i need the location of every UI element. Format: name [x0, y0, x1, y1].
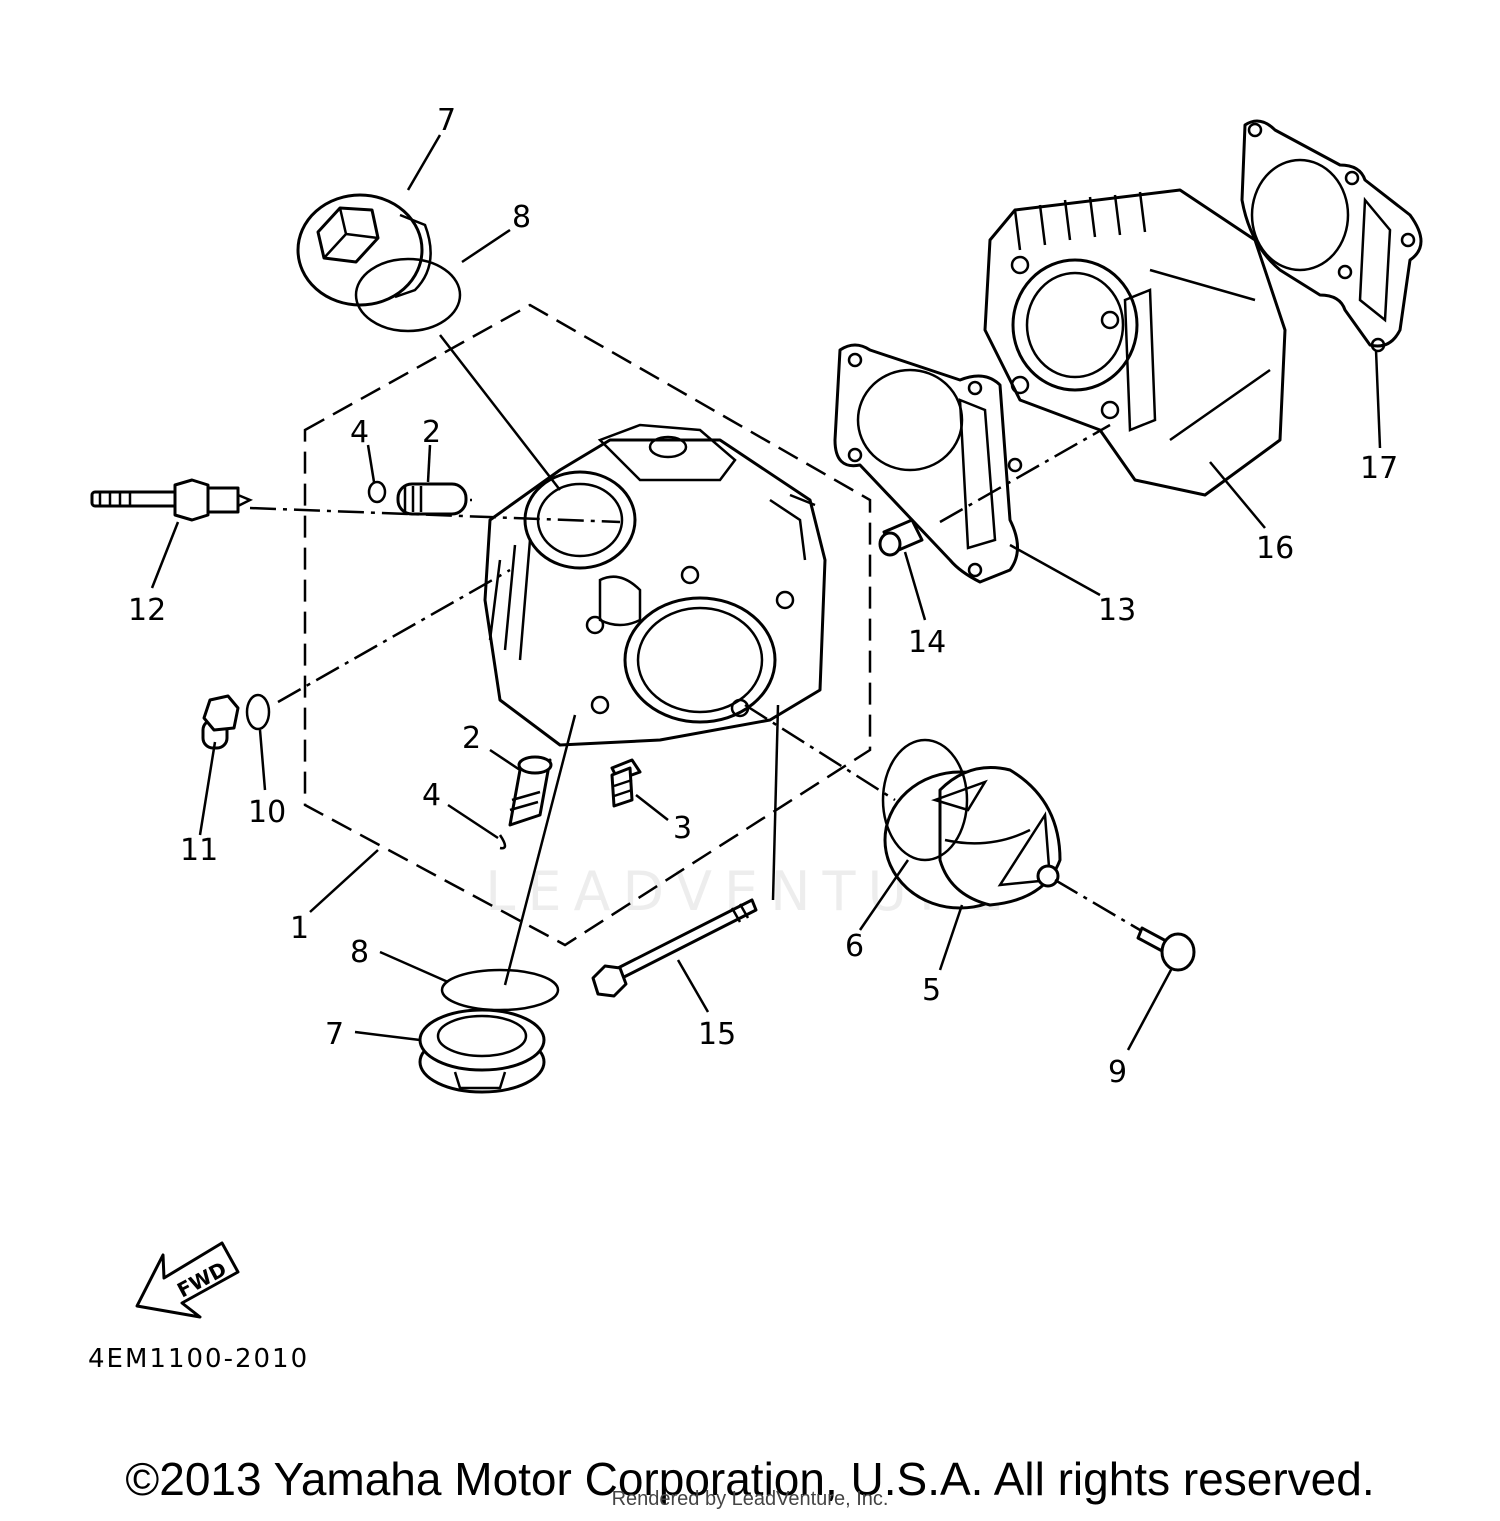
callout-17: 17 [1360, 451, 1398, 486]
callout-8-bottom: 8 [350, 935, 369, 970]
alignment-line [744, 703, 896, 802]
callout-4-bottom: 4 [422, 778, 441, 813]
copyright-notice: ©2013 Yamaha Motor Corporation, U.S.A. A… [125, 1453, 1375, 1505]
cover-gasket[interactable] [881, 738, 969, 862]
cover-grommet [1036, 864, 1060, 888]
forward-direction-arrow: FWD [135, 1241, 240, 1319]
cylinder-head[interactable] [483, 423, 827, 747]
filler-cap-bottom[interactable] [418, 1008, 546, 1094]
circlip-bottom[interactable] [498, 834, 507, 850]
callout-8-top: 8 [512, 200, 531, 235]
callout-2-bottom: 2 [462, 721, 481, 756]
callout-4-top: 4 [350, 415, 369, 450]
callout-15: 15 [698, 1017, 736, 1052]
callout-7-bottom: 7 [325, 1017, 344, 1052]
callout-1: 1 [290, 911, 309, 946]
stud-bolt-small[interactable] [610, 758, 642, 808]
dowel-pin[interactable] [878, 518, 924, 557]
callout-6: 6 [845, 929, 864, 964]
callout-12: 12 [128, 593, 166, 628]
alignment-line [277, 568, 511, 704]
callout-14: 14 [908, 625, 946, 660]
rendered-by-note: Rendered by LeadVenture, Inc. [611, 1488, 889, 1510]
cylinder-head-gasket[interactable] [833, 343, 1023, 584]
head-bolt-long[interactable] [591, 898, 758, 998]
cover-screw[interactable] [1136, 926, 1196, 972]
leader-lines [150, 134, 1382, 1051]
callout-11: 11 [180, 833, 218, 868]
callout-10: 10 [248, 795, 286, 830]
guide-line [439, 334, 561, 491]
cylinder[interactable] [983, 188, 1287, 497]
alignment-line [1054, 878, 1141, 932]
callout-13: 13 [1098, 593, 1136, 628]
circlip-top[interactable] [367, 480, 387, 504]
guide-line [771, 704, 780, 901]
callout-5: 5 [922, 973, 941, 1008]
callout-2-top: 2 [422, 415, 441, 450]
callout-16: 16 [1256, 531, 1294, 566]
alignment-line [249, 506, 621, 524]
cylinder-base-gasket[interactable] [1240, 119, 1423, 353]
o-ring-top[interactable] [354, 257, 462, 333]
diagram-code: 4EM1100-2010 [88, 1344, 310, 1374]
o-ring-bottom[interactable] [440, 968, 560, 1012]
valve-guide-bottom[interactable] [508, 755, 553, 827]
drain-plug[interactable] [201, 694, 240, 750]
callout-3: 3 [673, 811, 692, 846]
spark-plug[interactable] [90, 478, 254, 522]
head-assembly-boundary [303, 303, 872, 947]
filler-cap-top[interactable] [296, 193, 432, 307]
washer[interactable] [245, 693, 271, 731]
valve-guide-top[interactable] [396, 482, 468, 516]
side-cover[interactable] [883, 766, 1062, 910]
alignment-line [939, 423, 1111, 524]
guide-line [503, 714, 577, 986]
callout-9: 9 [1108, 1055, 1127, 1090]
callout-7-top: 7 [437, 103, 456, 138]
